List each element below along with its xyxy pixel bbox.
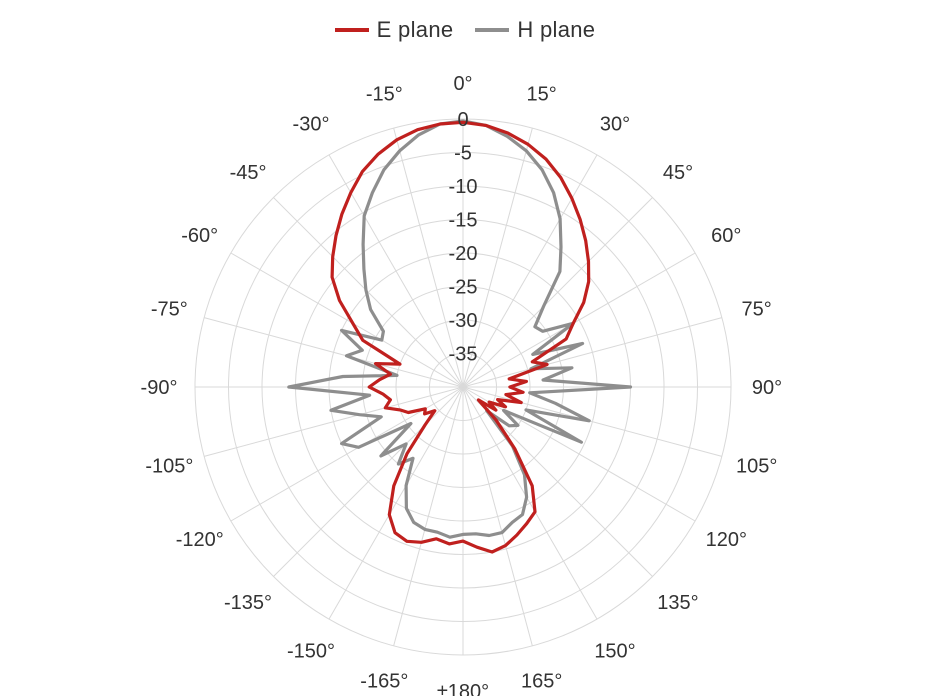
angle-tick-label: ±180° [437, 681, 489, 696]
radial-tick-labels: 0 -5 -10 -15 -20 -25 -30 -35 [449, 109, 478, 366]
angle-tick-labels: 0° 15° 30° 45° 60° 75° 90° 105° 120° 135° 150° 165°… [141, 73, 783, 696]
angle-tick-label: 15° [527, 83, 557, 105]
angle-tick-label: -15° [366, 83, 403, 105]
grid-spoke [230, 386, 464, 522]
angle-tick-label: 75° [742, 298, 772, 320]
grid-spoke [204, 317, 464, 388]
angle-tick-label: -120° [176, 529, 224, 551]
grid-spoke [462, 386, 722, 457]
angle-tick-label: 45° [663, 162, 693, 184]
series-layer [287, 119, 633, 554]
angle-tick-label: 60° [711, 225, 741, 247]
grid-spoke [462, 197, 653, 388]
legend: E plane H plane [0, 17, 930, 43]
angle-tick-label: 150° [594, 640, 635, 662]
grid-spoke [462, 252, 696, 388]
legend-swatch-e-plane [334, 28, 369, 32]
radial-tick-label: -5 [454, 143, 472, 165]
grid-spoke [204, 386, 464, 457]
legend-label-e-plane: E plane [376, 17, 454, 42]
legend-label-h-plane: H plane [517, 17, 596, 42]
radial-tick-label: 0 [457, 109, 468, 131]
grid-spoke [230, 252, 464, 388]
angle-tick-label: 165° [521, 671, 562, 693]
angle-tick-label: -135° [224, 592, 272, 614]
radial-tick-label: -30 [449, 310, 478, 332]
radial-tick-label: -35 [449, 344, 478, 366]
grid-spoke [273, 386, 464, 577]
grid-spoke [462, 386, 696, 522]
grid-spoke [462, 317, 722, 388]
grid-spoke [462, 154, 598, 388]
grid-spoke [462, 386, 533, 646]
legend-item-e-plane[interactable]: E plane [334, 17, 454, 43]
angle-tick-label: 0° [453, 73, 472, 95]
grid-spoke [393, 386, 464, 646]
radial-tick-label: -15 [449, 210, 478, 232]
series-line-e-plane [330, 120, 591, 554]
angle-tick-label: -105° [145, 456, 193, 478]
grid-spoke [273, 197, 464, 388]
radial-tick-label: -20 [449, 243, 478, 265]
angle-tick-label: -60° [181, 225, 218, 247]
radial-tick-label: -25 [449, 277, 478, 299]
grid-spoke [328, 386, 464, 620]
angle-tick-label: 105° [736, 456, 777, 478]
angle-tick-label: 120° [706, 529, 747, 551]
angle-tick-label: -30° [293, 114, 330, 136]
legend-swatch-h-plane [475, 28, 510, 32]
radial-tick-label: -10 [449, 176, 478, 198]
grid-spoke [393, 128, 464, 388]
angle-tick-label: 90° [752, 377, 782, 399]
angle-tick-label: -150° [287, 640, 335, 662]
angle-tick-label: -45° [230, 162, 267, 184]
angle-tick-label: -75° [151, 298, 188, 320]
grid-spoke [462, 128, 533, 388]
angle-tick-label: 135° [657, 592, 698, 614]
grid-spoke [328, 154, 464, 388]
angle-tick-label: -165° [360, 671, 408, 693]
legend-item-h-plane[interactable]: H plane [475, 17, 595, 43]
polar-grid [194, 118, 732, 656]
angle-tick-label: 30° [600, 114, 630, 136]
angle-tick-label: -90° [141, 377, 178, 399]
grid-spoke [462, 386, 598, 620]
